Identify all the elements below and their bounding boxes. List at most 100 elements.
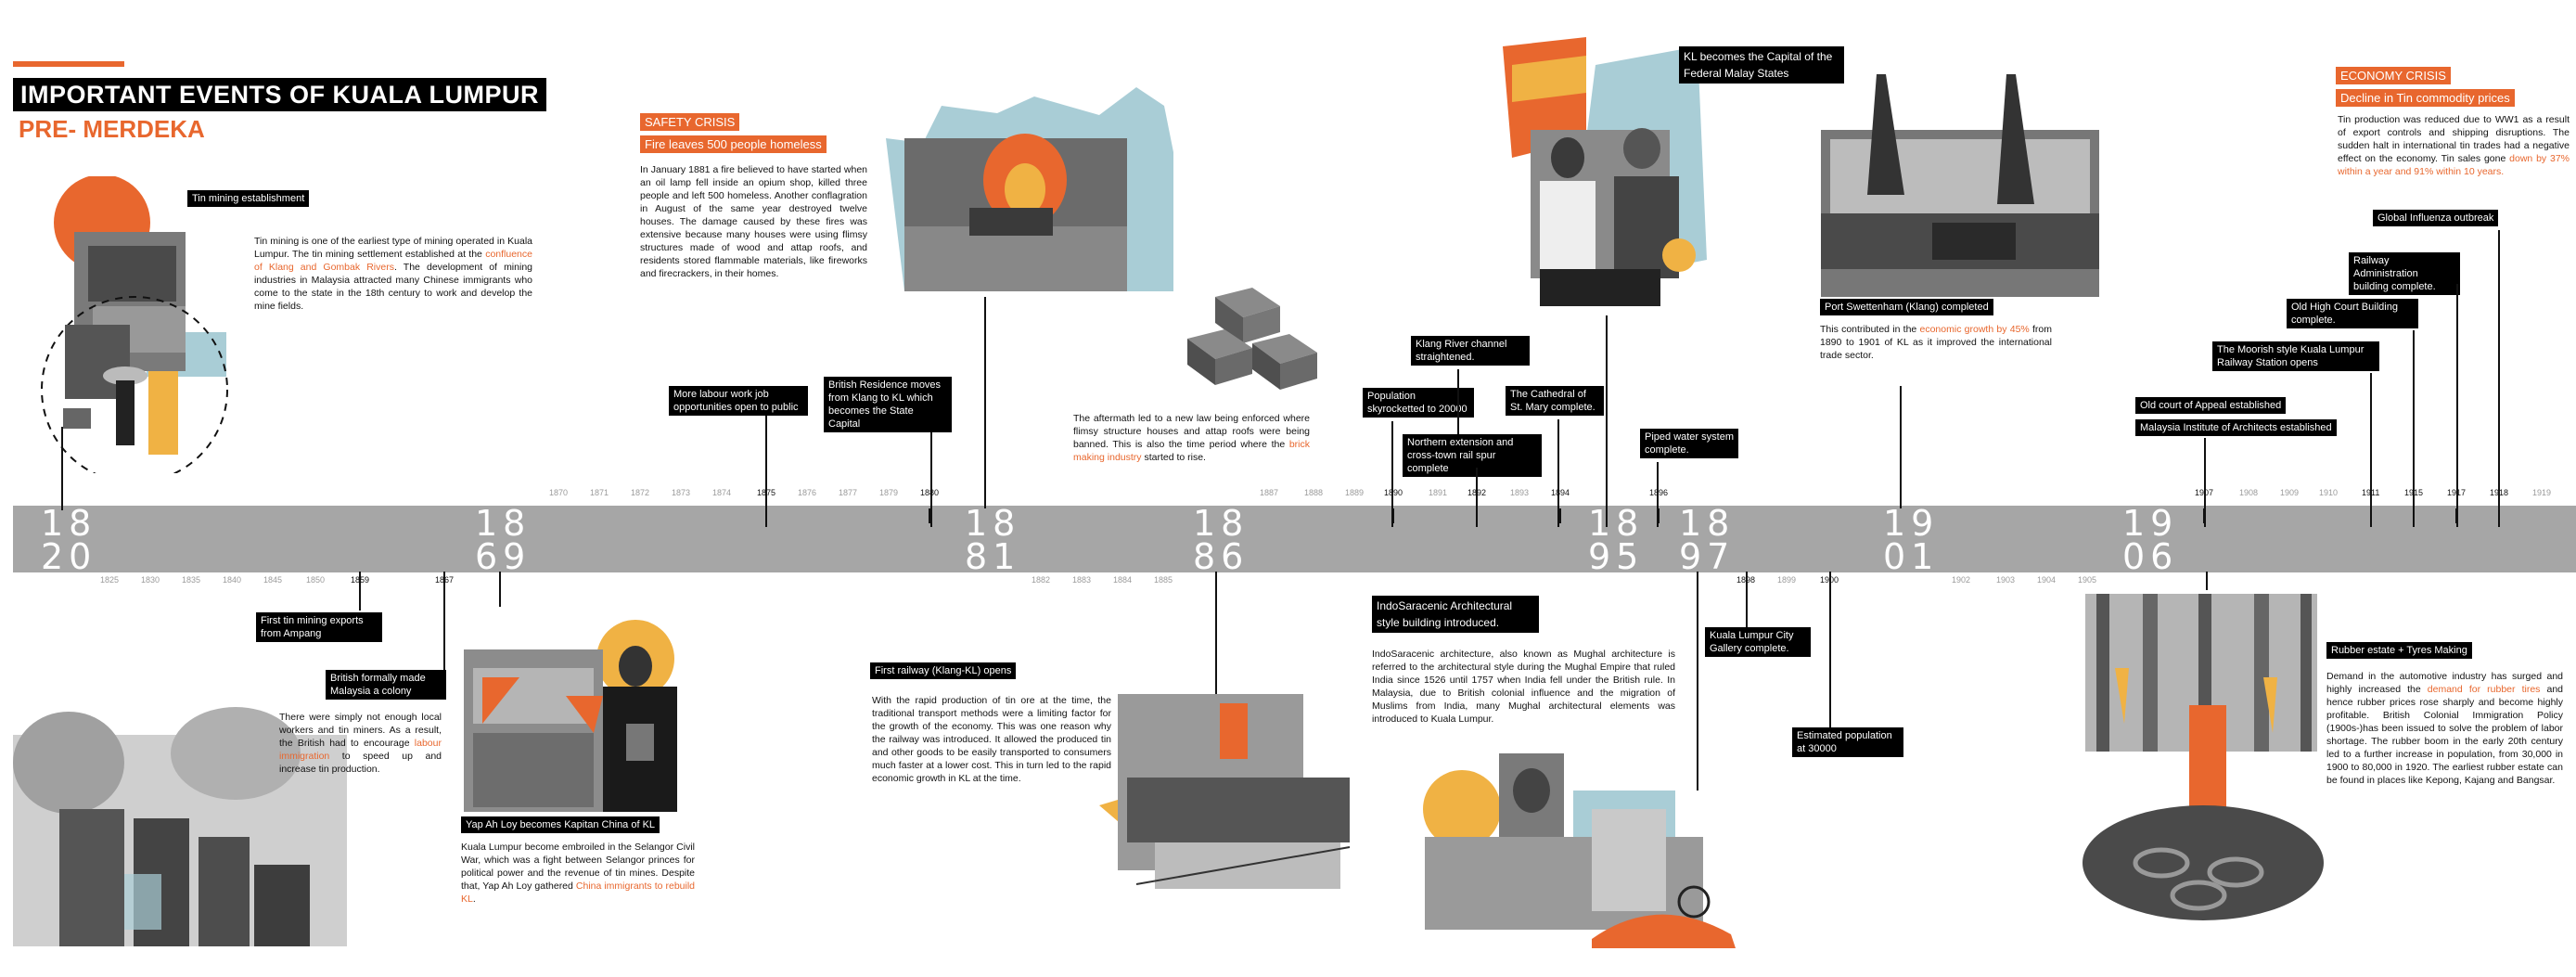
moorish-station-label: The Moorish style Kuala Lumpur Railway S… — [2212, 341, 2379, 371]
connector-1898 — [1746, 572, 1748, 627]
year-tick-1894: 1894 — [1551, 488, 1570, 497]
yap-ah-loy-label: Yap Ah Loy becomes Kapitan China of KL — [461, 816, 660, 833]
header-accent-bar — [13, 61, 124, 67]
first-tin-exports-label: First tin mining exports from Ampang — [256, 612, 382, 642]
indosaracenic-text: IndoSaracenic architecture, also known a… — [1372, 649, 1675, 725]
cathedral-label: The Cathedral of St. Mary complete. — [1506, 386, 1604, 416]
tin-mining-collage — [41, 176, 228, 473]
connector-1869 — [499, 572, 501, 607]
connector-1897 — [1697, 572, 1698, 791]
influenza-label: Global Influenza outbreak — [2373, 210, 2499, 226]
british-colony-label: British formally made Malaysia a colony — [326, 670, 446, 700]
port-swettenham-text: This contributed in the economic growth … — [1820, 324, 2052, 361]
safety-crisis-label: SAFETY CRISIS — [640, 113, 740, 131]
year-tick-1890: 1890 — [1384, 488, 1403, 497]
soldiers-photo — [13, 707, 347, 946]
railway-admin-label: Railway Administration building complete… — [2349, 252, 2460, 295]
year-tick-1899: 1899 — [1777, 575, 1797, 585]
year-tick-1830: 1830 — [141, 575, 160, 585]
more-labour-label: More labour work job opportunities open … — [669, 386, 808, 416]
connector-1895 — [1606, 315, 1608, 527]
economy-crisis-label: ECONOMY CRISIS — [2336, 67, 2451, 84]
year-tick-1882: 1882 — [1032, 575, 1051, 585]
year-tick-1893: 1893 — [1510, 488, 1530, 497]
year-tickmark-1890 — [1392, 508, 1394, 523]
year-tickmark-1894 — [1559, 508, 1561, 523]
page-subtitle: PRE- MERDEKA — [19, 115, 205, 143]
year-tick-1850: 1850 — [306, 575, 326, 585]
connector-1896 — [1657, 462, 1659, 527]
railway-label: First railway (Klang-KL) opens — [870, 662, 1017, 679]
bricks-image — [1187, 288, 1317, 390]
connector-1915 — [2413, 330, 2415, 527]
year-tick-1879: 1879 — [879, 488, 899, 497]
year-tick-1872: 1872 — [631, 488, 650, 497]
year-tick-1888: 1888 — [1304, 488, 1324, 497]
year-tick-1874: 1874 — [712, 488, 732, 497]
year-tick-1873: 1873 — [672, 488, 691, 497]
port-swettenham-label: Port Swettenham (Klang) completed — [1820, 299, 1993, 315]
tin-decline-label: Decline in Tin commodity prices — [2336, 89, 2515, 107]
year-tick-1896: 1896 — [1649, 488, 1669, 497]
british-residence-label: British Residence moves from Klang to KL… — [824, 377, 952, 432]
year-tick-1825: 1825 — [100, 575, 120, 585]
connector-1911 — [2370, 373, 2372, 527]
year-tickmark-1896 — [1658, 508, 1660, 523]
yap-ah-loy-text: Kuala Lumpur become embroiled in the Sel… — [461, 842, 695, 905]
connector-1875 — [765, 408, 767, 527]
rubber-tyres-collage — [2083, 594, 2324, 920]
connector-1867 — [443, 572, 445, 670]
page-title: IMPORTANT EVENTS OF KUALA LUMPUR — [13, 78, 546, 111]
rubber-estate-text: Demand in the automotive industry has su… — [2326, 671, 2564, 786]
year-tick-1903: 1903 — [1996, 575, 2016, 585]
klang-river-label: Klang River channel straightened. — [1411, 336, 1530, 366]
connector-1918 — [2498, 230, 2500, 527]
year-tick-1877: 1877 — [839, 488, 858, 497]
timeline-band — [13, 506, 2576, 572]
tin-mining-text: Tin mining is one of the earliest type o… — [254, 236, 532, 312]
year-tick-1883: 1883 — [1072, 575, 1092, 585]
year-tick-1902: 1902 — [1952, 575, 1971, 585]
connector-1900 — [1829, 572, 1831, 727]
fire-text: In January 1881 a fire believed to have … — [640, 164, 867, 279]
connector-1881 — [984, 297, 986, 508]
year-tick-1880: 1880 — [920, 488, 939, 497]
brick-text: The aftermath led to a new law being enf… — [1073, 413, 1310, 463]
connector-1917 — [2456, 284, 2458, 527]
old-high-court-label: Old High Court Building complete. — [2287, 299, 2418, 328]
railway-collage — [1099, 694, 1351, 889]
year-tick-1891: 1891 — [1429, 488, 1448, 497]
federal-capital-collage — [1503, 37, 1707, 306]
yap-ah-loy-collage — [464, 620, 677, 812]
connector-1880 — [930, 419, 932, 527]
architects-label: Malaysia Institute of Architects establi… — [2135, 419, 2337, 436]
connector-1894 — [1557, 419, 1559, 527]
year-tick-1905: 1905 — [2078, 575, 2097, 585]
connector-1886 — [1215, 572, 1217, 698]
connector-1859 — [359, 572, 361, 611]
year-tick-1845: 1845 — [263, 575, 283, 585]
piped-water-label: Piped water system complete. — [1640, 429, 1738, 458]
indosaracenic-label: IndoSaracenic Architectural style buildi… — [1372, 596, 1539, 633]
court-appeal-label: Old court of Appeal established — [2135, 397, 2287, 414]
year-tick-1835: 1835 — [182, 575, 201, 585]
year-tick-1884: 1884 — [1113, 575, 1133, 585]
connector-1901 — [1900, 386, 1902, 508]
fire-label: Fire leaves 500 people homeless — [640, 135, 827, 153]
year-tick-1870: 1870 — [549, 488, 569, 497]
year-tick-1887: 1887 — [1260, 488, 1279, 497]
tin-mining-label: Tin mining establishment — [187, 190, 310, 207]
fire-photo — [886, 87, 1173, 291]
connector-1907 — [2204, 438, 2206, 527]
city-gallery-label: Kuala Lumpur City Gallery complete. — [1705, 627, 1811, 657]
rubber-estate-label: Rubber estate + Tyres Making — [2326, 642, 2472, 659]
northern-extension-label: Northern extension and cross-town rail s… — [1403, 434, 1542, 477]
connector-1906 — [2206, 572, 2208, 590]
port-swettenham-photo — [1821, 74, 2099, 297]
